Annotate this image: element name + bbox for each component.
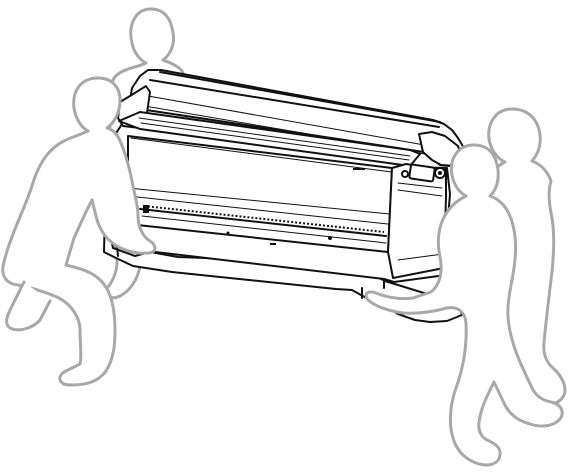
printer: [104, 70, 464, 322]
